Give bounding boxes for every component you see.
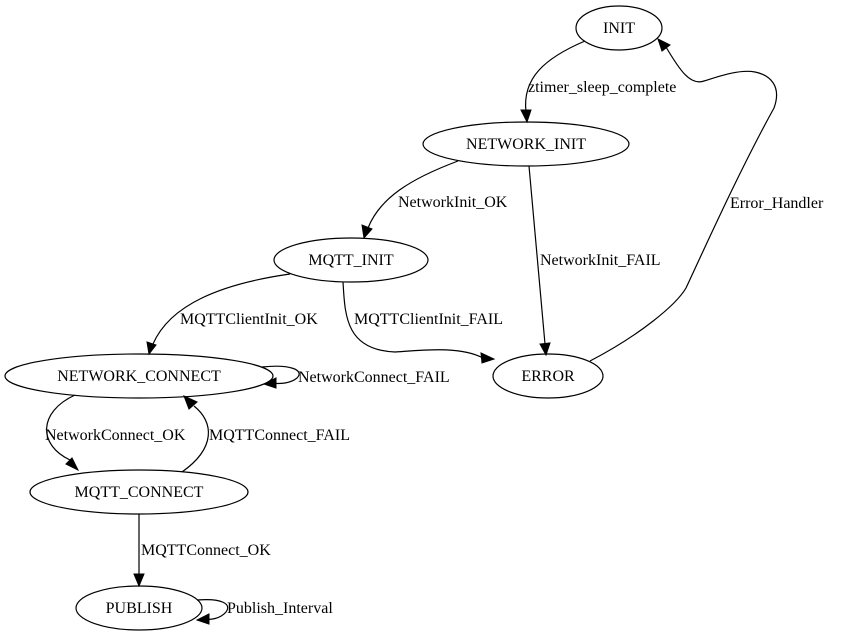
edge-mqtt-init-to-network-connect: MQTTClientInit_OK <box>146 273 318 356</box>
node-init-label: INIT <box>603 20 635 37</box>
edge-label: MQTTConnect_FAIL <box>209 427 350 444</box>
arrow-head-icon <box>195 613 210 625</box>
arrow-head-icon <box>146 341 157 356</box>
edge-label: NetworkInit_FAIL <box>540 252 661 269</box>
node-error: ERROR <box>492 353 604 399</box>
edge-label: Publish_Interval <box>227 600 333 617</box>
edge-network-connect-to-mqtt-connect: NetworkConnect_OK <box>45 394 186 472</box>
node-mqtt-connect: MQTT_CONNECT <box>29 469 249 515</box>
edge-label: NetworkConnect_FAIL <box>298 369 450 386</box>
edge-mqtt-connect-to-publish: MQTTConnect_OK <box>133 514 271 588</box>
edge-label: NetworkConnect_OK <box>45 427 186 444</box>
edge-mqtt-connect-to-network-connect: MQTTConnect_FAIL <box>181 395 350 473</box>
arrow-head-icon <box>657 38 671 52</box>
node-network-connect-label: NETWORK_CONNECT <box>57 368 221 385</box>
edge-label: MQTTConnect_OK <box>141 542 271 559</box>
node-mqtt-init-label: MQTT_INIT <box>308 252 394 269</box>
edge-label: NetworkInit_OK <box>398 194 508 211</box>
edge-label: ztimer_sleep_complete <box>528 79 676 96</box>
node-mqtt-init: MQTT_INIT <box>273 237 429 283</box>
arrow-head-icon <box>361 224 373 240</box>
arrow-head-icon <box>65 457 80 472</box>
arrow-head-icon <box>133 573 145 588</box>
node-mqtt-connect-label: MQTT_CONNECT <box>75 484 204 501</box>
edge-network-connect-self: NetworkConnect_FAIL <box>261 365 450 389</box>
edge-network-init-to-mqtt-init: NetworkInit_OK <box>361 160 508 240</box>
edge-init-to-network-init: ztimer_sleep_complete <box>520 40 676 124</box>
arrow-head-icon <box>183 395 198 410</box>
node-error-label: ERROR <box>521 368 575 385</box>
node-publish: PUBLISH <box>75 585 203 631</box>
node-network-init-label: NETWORK_INIT <box>466 136 586 153</box>
edge-label: MQTTClientInit_OK <box>180 311 318 328</box>
node-network-init: NETWORK_INIT <box>422 121 630 167</box>
arrow-head-icon <box>520 109 532 124</box>
arrow-head-icon <box>480 352 496 364</box>
arrow-head-icon <box>262 377 277 389</box>
node-network-connect: NETWORK_CONNECT <box>4 353 274 399</box>
edge-network-init-to-error: NetworkInit_FAIL <box>528 165 661 357</box>
edge-label: MQTTClientInit_FAIL <box>354 311 503 328</box>
edge-label: Error_Handler <box>730 195 824 212</box>
edge-mqtt-init-to-error: MQTTClientInit_FAIL <box>342 281 503 364</box>
edge-error-to-init: Error_Handler <box>589 38 824 362</box>
node-publish-label: PUBLISH <box>106 600 173 617</box>
arrow-head-icon <box>539 342 551 357</box>
edge-publish-self: Publish_Interval <box>195 599 333 625</box>
node-init: INIT <box>575 5 663 51</box>
